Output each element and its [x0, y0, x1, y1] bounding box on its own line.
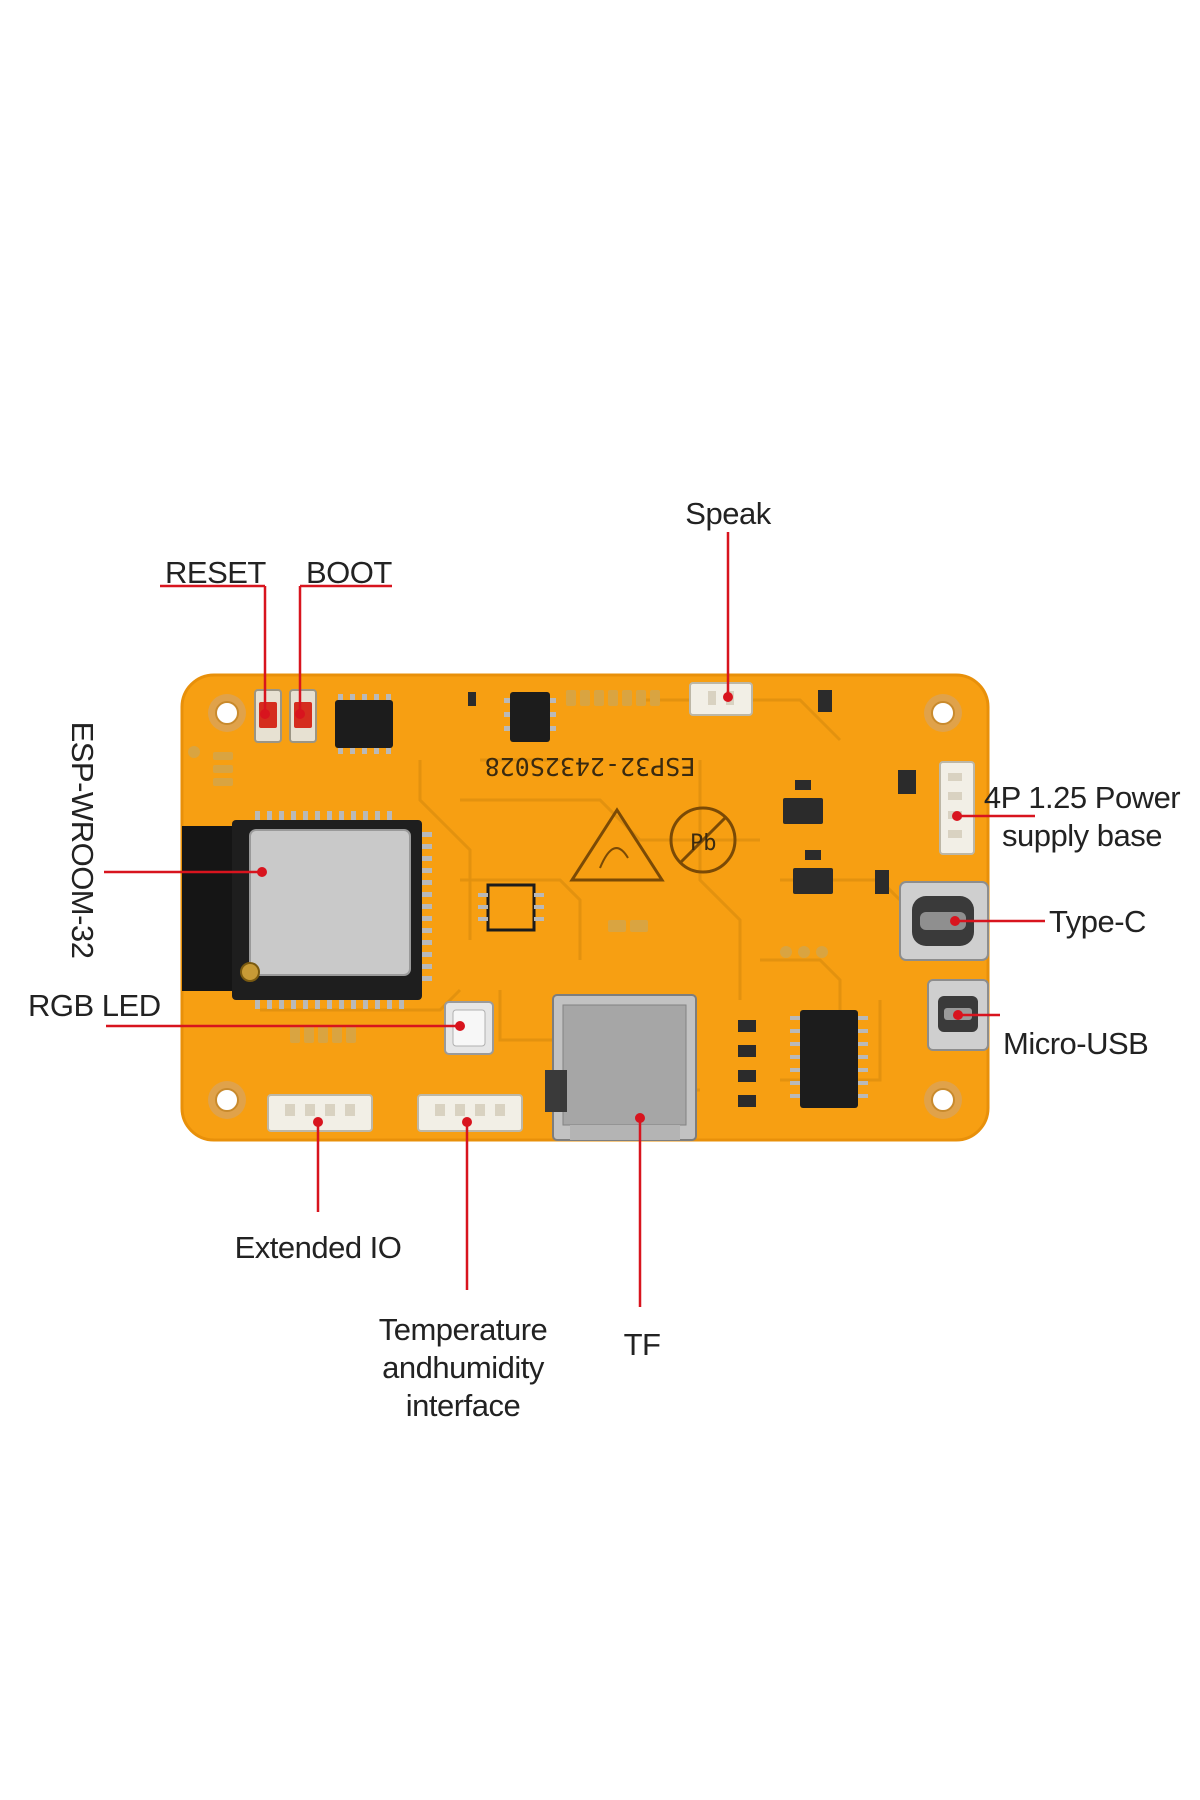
mounting-hole: [208, 694, 246, 732]
callout-temp-humidity-label-line3: interface: [406, 1388, 520, 1423]
usb-serial-chip: [335, 694, 393, 754]
callout-tf-label: TF: [624, 1327, 661, 1362]
power-base-connector: [939, 761, 975, 855]
callout-leaders: [104, 532, 1045, 1307]
module-shield: [249, 829, 411, 976]
callout-speak-label: Speak: [685, 496, 771, 531]
pcb-board: Pb ESP32-2432S028: [180, 673, 990, 1142]
smd-components: [188, 690, 916, 1107]
esd-warning-triangle-icon: [569, 807, 665, 882]
callout-boot-label: BOOT: [306, 555, 392, 590]
esp-wroom-module: [182, 811, 432, 1009]
svg-text:Pb: Pb: [690, 831, 717, 856]
temp-humidity-connector: [417, 1094, 523, 1132]
callout-temp-humidity-label-line1: Temperature: [379, 1312, 548, 1347]
extended-io-connector: [267, 1094, 373, 1132]
callout-esp-wroom-label: ESP-WROOM-32: [65, 722, 100, 959]
mounting-hole: [924, 694, 962, 732]
mounting-hole: [924, 1081, 962, 1119]
pb-free-icon: Pb: [669, 806, 737, 874]
antenna-connector: [240, 962, 260, 982]
callout-extended-io-label: Extended IO: [235, 1230, 402, 1265]
callout-reset-label: RESET: [165, 555, 266, 590]
mounting-hole: [208, 1081, 246, 1119]
callout-type-c-label: Type-C: [1049, 904, 1146, 939]
speaker-connector: [689, 682, 753, 716]
callout-rgb-led-label: RGB LED: [28, 988, 161, 1023]
voltage-regulator: [783, 780, 833, 894]
usb-bridge-chip: [790, 1010, 868, 1108]
amplifier-chip: [504, 692, 556, 742]
rgb-led-part: [444, 1001, 494, 1055]
tf-card-socket: [545, 994, 697, 1141]
center-chip: [478, 883, 544, 932]
board-model-silkscreen: ESP32-2432S028: [485, 752, 696, 781]
callout-power-base-label-line2: supply base: [1002, 818, 1162, 853]
callout-labels: RESET BOOT Speak ESP-WROOM-32 4P 1.25 Po…: [28, 496, 1181, 1423]
callout-micro-usb-label: Micro-USB: [1003, 1026, 1148, 1061]
callout-temp-humidity-label-line2: andhumidity: [382, 1350, 545, 1385]
module-pins: [255, 811, 432, 1009]
callout-power-base-label-line1: 4P 1.25 Power: [984, 780, 1180, 815]
